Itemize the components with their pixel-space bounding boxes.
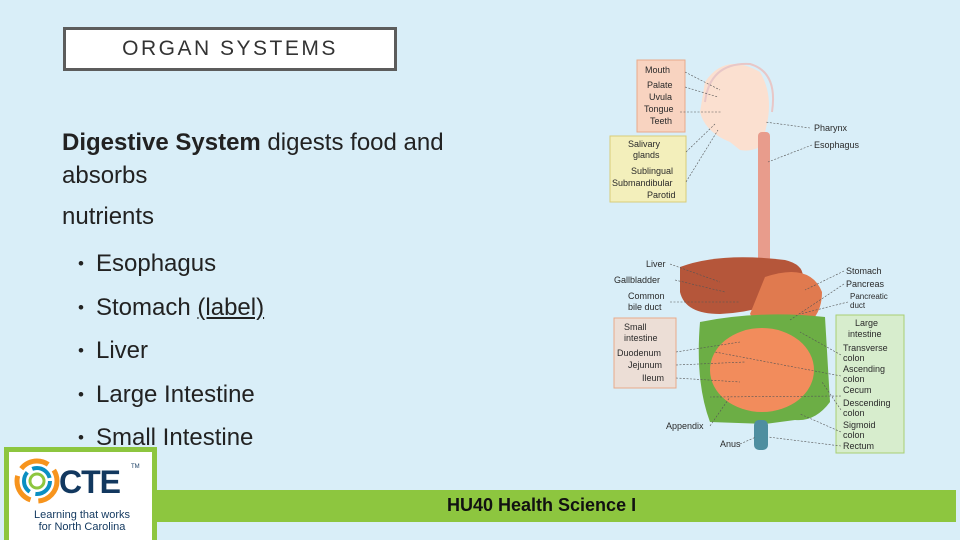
small-box [613,317,677,389]
logo-tagline-2: for North Carolina [38,521,126,533]
salivary-box [609,135,687,203]
label-intestine: intestine [624,333,658,343]
bullet-dot: • [78,297,84,317]
logo-tagline-1: Learning that works [34,509,130,521]
bullet-suffix-link[interactable]: (label) [197,293,265,321]
logo-brand: CTE [59,464,121,500]
bullet-item: • Small Intestine [78,423,264,467]
lead-bold: Digestive System [62,129,261,156]
label-ascending: Ascending [843,364,885,374]
footer-text: HU40 Health Science I [447,495,637,515]
footer-bar [157,490,956,522]
label-mouth: Mouth [645,65,670,75]
label-large-intestine: intestine [848,329,882,339]
bullet-dot: • [78,384,84,404]
label-ileum: Ileum [642,373,664,383]
label-pancreatic: Pancreatic [850,292,888,301]
label-appendix: Appendix [666,421,704,431]
label-colon-3: colon [843,408,865,418]
label-tongue: Tongue [644,104,674,114]
leader-lines [669,71,849,447]
label-small: Small [624,322,647,332]
logo-tm: TM [131,464,140,470]
bullet-text: Large Intestine [96,380,255,408]
bullet-item: • Esophagus [78,249,264,293]
bullet-text: Liver [96,337,149,364]
head-outline [700,64,769,151]
label-gallbladder: Gallbladder [614,275,660,285]
bullet-dot: • [78,254,84,273]
label-sigmoid: Sigmoid [843,420,876,430]
bullet-item: • Stomach (label) [78,293,264,337]
label-descending: Descending [843,398,891,408]
mouth-box [636,59,686,133]
bullet-dot: • [78,428,84,447]
label-pharynx: Pharynx [814,123,848,133]
rectum-shape [754,420,768,450]
label-anus: Anus [720,439,741,449]
small-intestine-shape [710,328,814,412]
label-parotid: Parotid [647,190,676,200]
label-bile-duct: bile duct [628,302,662,312]
label-colon-2: colon [843,374,865,384]
cte-logo: CTE TM Learning that works for North Car… [4,447,157,540]
head-silhouette [704,62,774,113]
label-rectum: Rectum [843,441,874,451]
bullet-dot: • [78,341,84,360]
label-submandibular: Submandibular [612,178,673,188]
bullet-text: Esophagus [96,250,217,277]
slide-title: ORGAN SYSTEMS [122,37,338,60]
label-colon-1: colon [843,353,865,363]
label-uvula: Uvula [649,92,672,102]
label-cecum: Cecum [843,385,872,395]
bullet-item: • Large Intestine [78,380,264,424]
bullet-text: Stomach [96,293,198,321]
label-pancreas: Pancreas [846,279,885,289]
bullet-text: Small Intestine [96,424,254,451]
right-labels: Pharynx Esophagus Stomach Pancreas Pancr… [814,123,891,451]
lead-line-2: nutrients [62,203,155,230]
label-esophagus: Esophagus [814,140,860,150]
label-glands: glands [633,150,660,160]
esophagus-tube [758,132,770,292]
logo-inner: CTE TM Learning that works for North Car… [9,452,152,540]
label-duct: duct [850,301,866,310]
bullet-list: • Esophagus • Stomach (label) • Liver • Larg… [78,249,264,467]
label-salivary: Salivary [628,139,661,149]
label-teeth: Teeth [650,116,672,126]
bullet-item: • Liver [78,336,264,380]
logo-tagline: Learning that works for North Carolina [27,509,137,533]
label-stomach: Stomach [846,266,882,276]
large-box [835,314,905,454]
label-common: Common [628,291,665,301]
digestive-diagram: Mouth Palate Uvula Tongue Teeth Salivary… [609,59,905,454]
lead-text: digests food and absorbs [62,129,444,189]
label-jejunum: Jejunum [628,360,662,370]
logo-swirl-icon [14,458,60,504]
lead-paragraph: Digestive System digests food and absorb… [62,126,532,192]
label-palate: Palate [647,80,673,90]
slide-title-box: ORGAN SYSTEMS [63,27,397,71]
label-large: Large [855,318,878,328]
label-colon-4: colon [843,430,865,440]
label-liver: Liver [646,259,666,269]
label-duodenum: Duodenum [617,348,661,358]
label-transverse: Transverse [843,343,888,353]
left-labels: Mouth Palate Uvula Tongue Teeth Salivary… [612,65,741,449]
label-sublingual: Sublingual [631,166,673,176]
